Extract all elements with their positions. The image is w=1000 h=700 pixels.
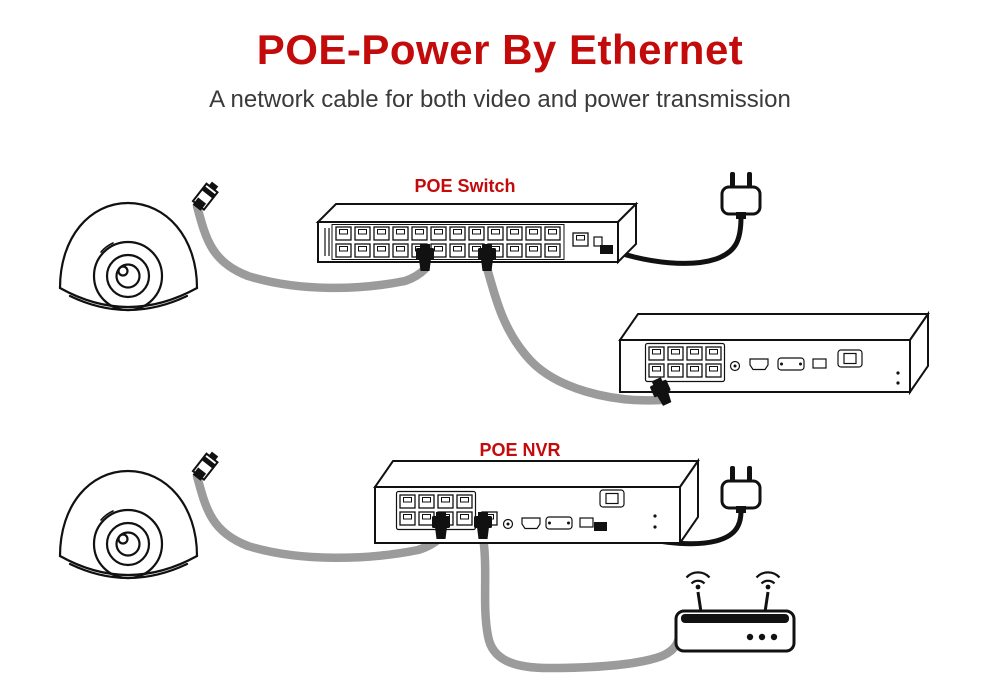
nvr-device <box>618 310 930 396</box>
router-led <box>746 633 754 641</box>
power-cable-switch <box>608 214 744 266</box>
nvr-vga-screw <box>780 362 783 366</box>
poe-nvr-vga-screw <box>548 521 551 525</box>
cable-switch-to-nvr <box>482 263 667 405</box>
router-antenna-right <box>763 591 770 613</box>
cable-nvr-to-router <box>478 532 683 673</box>
poe-nvr-hdmi-port <box>521 517 541 530</box>
nvr-vga-port <box>777 357 805 371</box>
poe-switch-label: POE Switch <box>414 176 515 196</box>
poe-nvr-screw <box>653 525 657 529</box>
router-led <box>770 633 778 641</box>
page-subtitle: A network cable for both video and power… <box>209 86 791 113</box>
router-top-band <box>681 614 789 623</box>
switch-sfp-port <box>593 236 603 247</box>
camera-pigtail-connector-bottom <box>191 451 219 482</box>
nvr-usb-port <box>812 358 827 369</box>
nvr-audio-jack-pin <box>733 364 737 368</box>
wifi-icon-right <box>755 571 781 591</box>
poe-nvr-vga-screw <box>567 521 570 525</box>
poe-nvr-power-connector <box>594 522 607 531</box>
nvr-vga-screw <box>799 362 802 366</box>
poe-switch-device <box>315 201 639 265</box>
power-plug-bottom <box>720 464 762 515</box>
cable-camera-to-poe-nvr <box>192 471 446 562</box>
poe-nvr-audio-jack <box>502 518 514 530</box>
camera-pigtail-connector-top <box>191 181 219 212</box>
poe-nvr-audio-jack-pin <box>506 522 510 526</box>
nvr-power-switch-rocker <box>843 352 857 365</box>
cable-camera-to-switch <box>192 201 430 293</box>
nvr-screw <box>896 381 900 385</box>
poe-nvr-vga-port <box>545 516 573 530</box>
poe-nvr-screw <box>653 514 657 518</box>
poe-nvr-usb-port <box>579 517 594 528</box>
dome-camera-top <box>58 181 219 312</box>
page-title: POE-Power By Ethernet <box>256 26 744 73</box>
nvr-hdmi-port <box>749 358 769 371</box>
power-plug-top <box>720 170 762 221</box>
poe-nvr-power-switch-rocker <box>605 492 619 505</box>
switch-power-connector <box>600 245 613 254</box>
nvr-power-switch <box>837 349 863 368</box>
poe-nvr-power-switch <box>599 489 625 508</box>
rj45-plug-switch-b <box>478 244 496 271</box>
switch-uplink-port <box>572 232 589 247</box>
wifi-icon-left <box>685 571 711 591</box>
nvr-audio-jack <box>729 360 741 372</box>
router-led <box>758 633 766 641</box>
page-header: POE-Power By Ethernet A network cable fo… <box>0 0 1000 114</box>
poe-nvr-label: POE NVR <box>479 440 560 460</box>
dome-camera-bottom <box>58 451 219 580</box>
wifi-router <box>674 571 796 653</box>
router-antenna-left <box>696 591 703 613</box>
nvr-screw <box>896 371 900 375</box>
poe-nvr-device <box>373 457 700 547</box>
rj45-plug-switch-a <box>416 244 434 271</box>
